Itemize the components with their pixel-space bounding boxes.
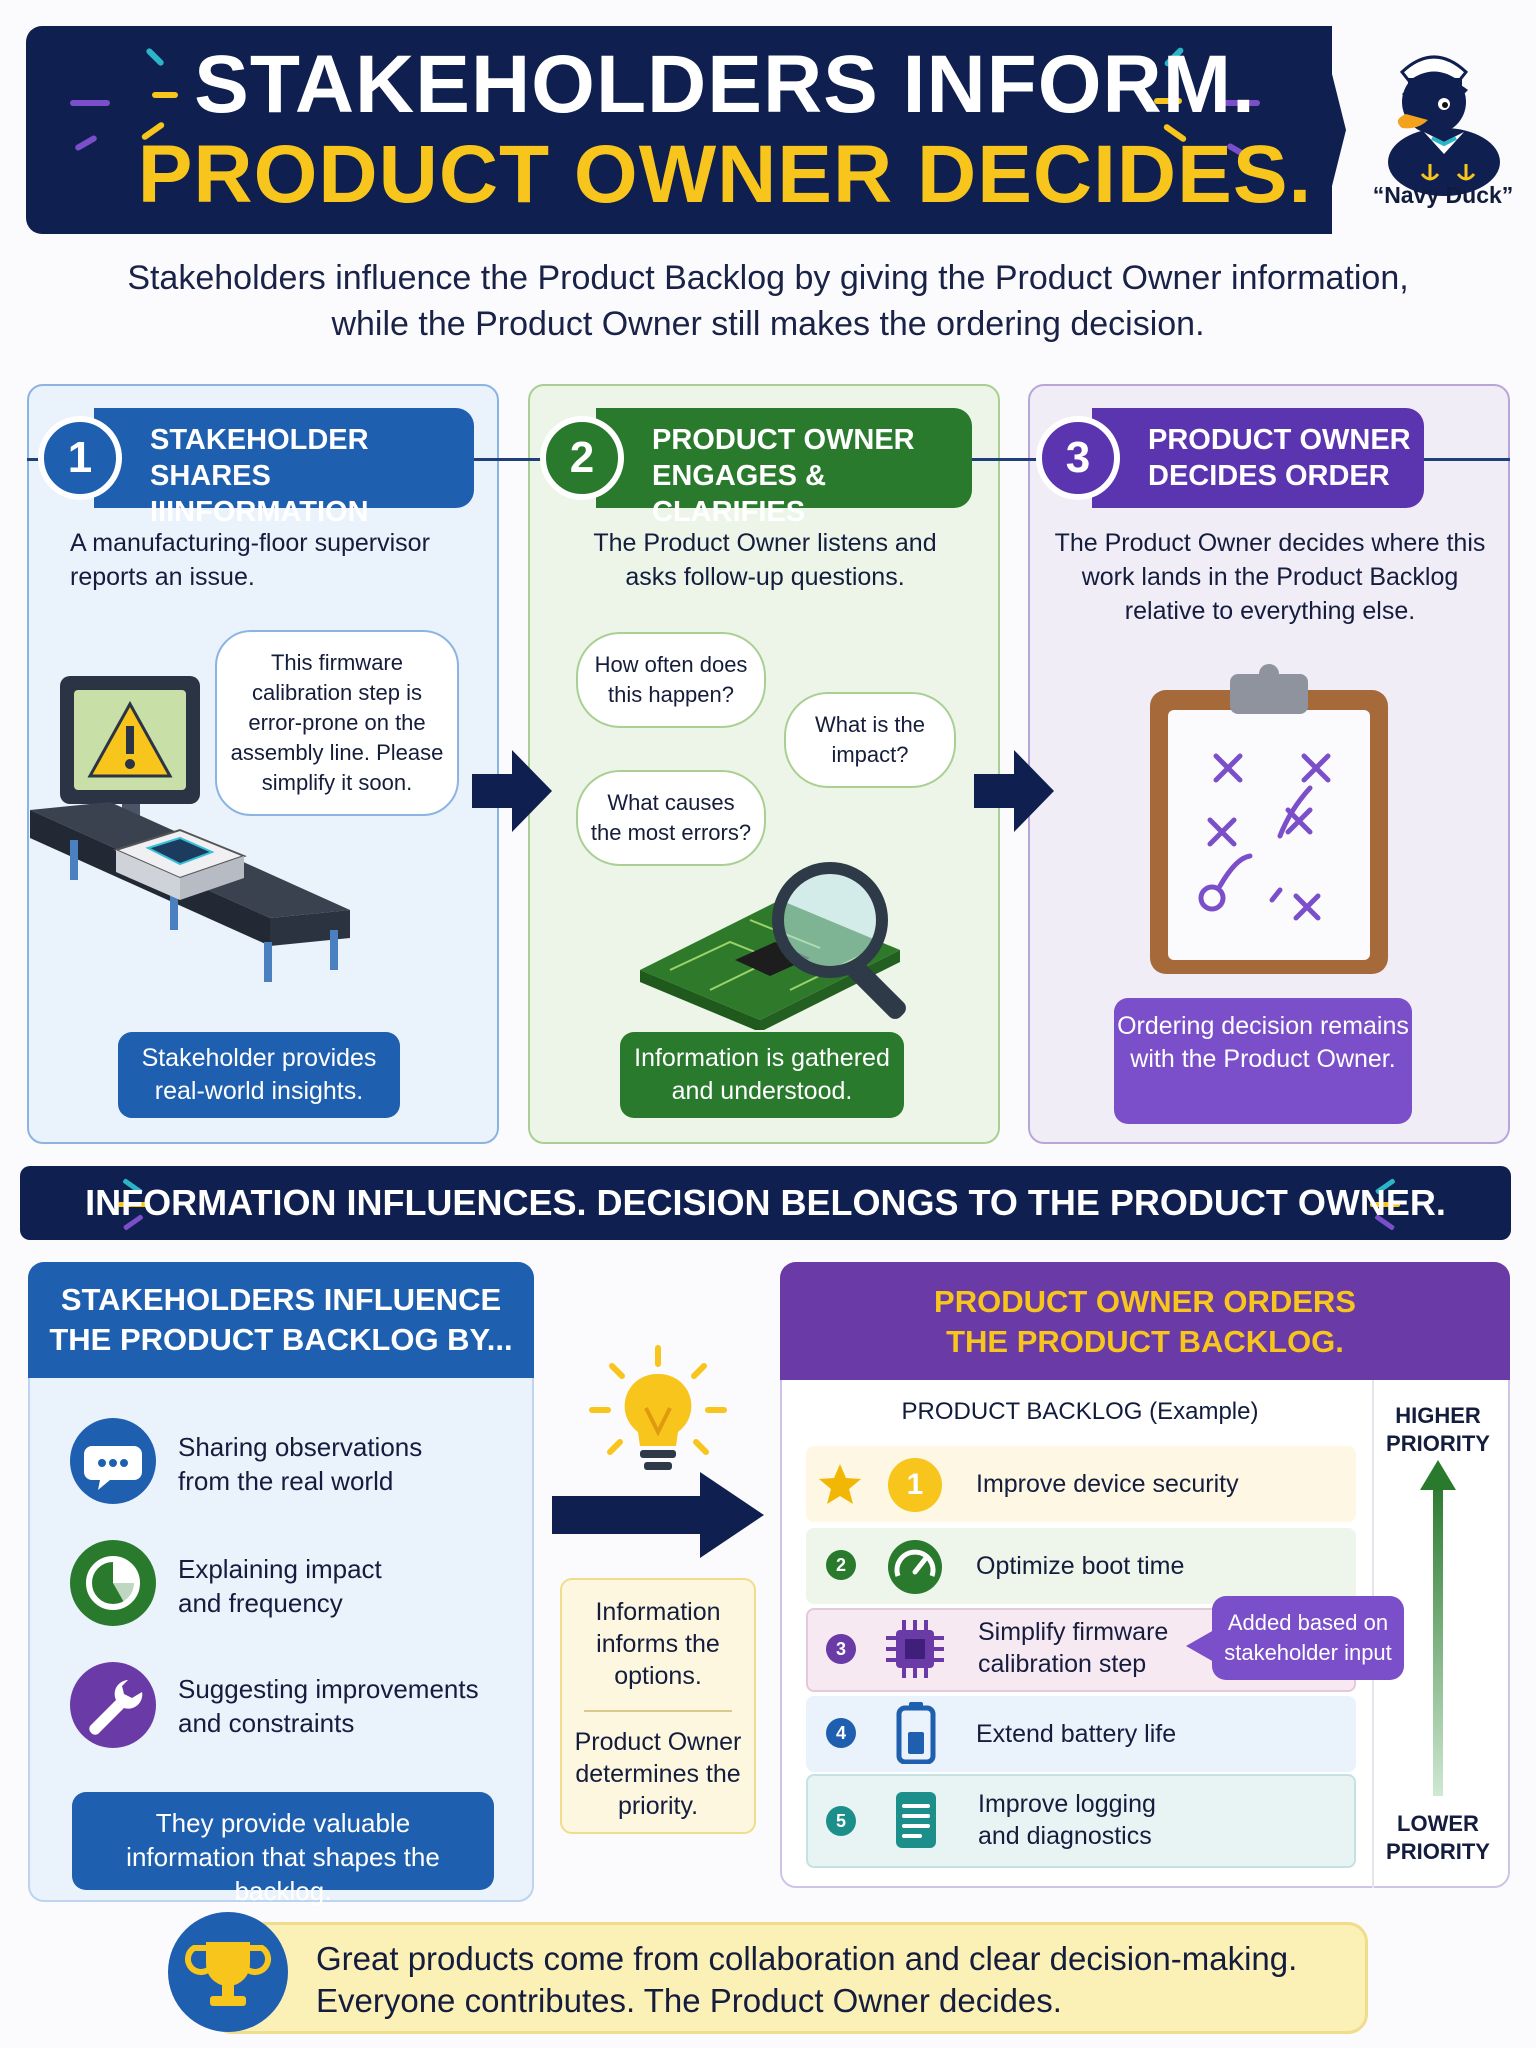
backlog-item-4: Extend battery life xyxy=(976,1720,1177,1748)
divider-right-sparkle-icon xyxy=(1370,1178,1400,1230)
divider-banner xyxy=(20,1166,1511,1240)
step-1-title-line-1: STAKEHOLDER SHARES xyxy=(150,424,369,492)
arrow-step-1-to-2-icon xyxy=(472,750,552,832)
influence-item-1: Sharing observations from the real world xyxy=(178,1430,498,1498)
step-3-title-line-1: PRODUCT OWNER xyxy=(1148,424,1411,456)
backlog-item-3: Simplify firmware calibration step xyxy=(978,1616,1168,1680)
header-banner xyxy=(26,26,1332,234)
step-3-description: The Product Owner decides where this wor… xyxy=(1054,529,1486,625)
navy-duck-mascot-icon xyxy=(1388,55,1500,196)
step-2-title-line-2: ENGAGES & CLARIFIES xyxy=(652,460,827,528)
wrench-icon xyxy=(70,1662,156,1748)
step-2-title-line-1: PRODUCT OWNER xyxy=(652,424,915,456)
header-banner-tip xyxy=(1320,26,1346,234)
stakeholder-influence-title-line-2: THE PRODUCT BACKLOG BY... xyxy=(49,1322,513,1357)
conveyor-belt-illustration xyxy=(30,676,350,982)
backlog-item-5: Improve logging and diagnostics xyxy=(978,1788,1156,1852)
backlog-item-1: Improve device security xyxy=(976,1470,1239,1498)
backlog-rank-5: 5 xyxy=(826,1806,856,1836)
influence-item-1-line-2: from the real world xyxy=(178,1466,394,1496)
step-3-caption: Ordering decision remains with the Produ… xyxy=(1114,998,1412,1124)
stakeholder-influence-title-line-1: STAKEHOLDERS INFLUENCE xyxy=(60,1282,502,1317)
step-2-title: PRODUCT OWNER ENGAGES & CLARIFIES xyxy=(596,408,972,528)
trophy-icon xyxy=(168,1912,288,2032)
footer-line-1: Great products come from collaboration a… xyxy=(316,1940,1298,1977)
intro-text: Stakeholders influence the Product Backl… xyxy=(127,259,1409,343)
star-icon xyxy=(819,1464,861,1504)
step-1-number: 1 xyxy=(38,416,122,500)
step-1-caption: Stakeholder provides real-world insights… xyxy=(118,1032,400,1118)
influence-item-2-line-2: and frequency xyxy=(178,1588,343,1618)
left-sparkle-icon xyxy=(70,48,178,151)
step-3-title: PRODUCT OWNER DECIDES ORDER xyxy=(1092,408,1424,508)
higher-priority-label: HIGHER PRIORITY xyxy=(1386,1403,1490,1456)
backlog-rank-4: 4 xyxy=(826,1718,856,1748)
backlog-title-line-2: THE PRODUCT BACKLOG. xyxy=(946,1324,1344,1359)
backlog-rank-2: 2 xyxy=(826,1550,856,1580)
clipboard-play-diagram-icon xyxy=(1150,664,1388,974)
step-1-title: STAKEHOLDER SHARES IIINFORMATION xyxy=(94,408,474,528)
divider-left-sparkle-icon xyxy=(118,1178,148,1230)
right-sparkle-icon xyxy=(1154,47,1260,159)
influence-item-3-line-1: Suggesting improvements xyxy=(178,1674,479,1704)
arrow-to-backlog-icon xyxy=(552,1472,764,1558)
step-3-title-line-2: DECIDES ORDER xyxy=(1148,460,1390,492)
backlog-item-3-line-1: Simplify firmware xyxy=(978,1618,1169,1646)
influence-item-1-line-1: Sharing observations xyxy=(178,1432,423,1462)
stakeholder-influence-title: STAKEHOLDERS INFLUENCE THE PRODUCT BACKL… xyxy=(28,1262,534,1378)
circuit-board-magnifier-icon xyxy=(640,862,906,1030)
step-2-number: 2 xyxy=(540,416,624,500)
influence-item-3-line-2: and constraints xyxy=(178,1708,355,1738)
question-bubble-causes: What causes the most errors? xyxy=(576,770,766,866)
footer-line-2: Everyone contributes. The Product Owner … xyxy=(316,1982,1062,2019)
backlog-item-5-line-1: Improve logging xyxy=(978,1790,1156,1818)
backlog-item-5-line-2: and diagnostics xyxy=(978,1822,1152,1850)
lightbulb-icon xyxy=(589,1345,727,1470)
step-3-number: 3 xyxy=(1036,416,1120,500)
added-based-on-input-badge: Added based on stakeholder input xyxy=(1212,1596,1404,1680)
step-2-caption: Information is gathered and understood. xyxy=(620,1032,904,1118)
backlog-item-2: Optimize boot time xyxy=(976,1552,1185,1580)
stakeholder-speech-bubble: This firmware calibration step is error-… xyxy=(215,630,459,816)
backlog-rank-1: 1 xyxy=(888,1458,942,1512)
question-bubble-impact: What is the impact? xyxy=(784,692,956,788)
influence-item-2: Explaining impact and frequency xyxy=(178,1552,498,1620)
divider-banner-text: INFORMATION INFLUENCES. DECISION BELONGS… xyxy=(85,1182,1446,1223)
step-1-description: A manufacturing-floor supervisor reports… xyxy=(70,529,430,591)
lower-priority-label: LOWER PRIORITY xyxy=(1386,1811,1490,1864)
footer-banner xyxy=(212,1922,1368,2034)
backlog-title: PRODUCT OWNER ORDERS THE PRODUCT BACKLOG… xyxy=(780,1262,1510,1380)
question-bubble-frequency: How often does this happen? xyxy=(576,632,766,728)
middle-note-top: Information informs the options. xyxy=(595,1598,721,1690)
footer-text: Great products come from collaboration a… xyxy=(316,1938,1366,2022)
stakeholder-summary: They provide valuable information that s… xyxy=(72,1792,494,1906)
influence-item-3: Suggesting improvements and constraints xyxy=(178,1672,518,1740)
middle-note-bottom: Product Owner determines the priority. xyxy=(574,1728,742,1820)
chat-icon xyxy=(70,1418,156,1504)
backlog-rank-3: 3 xyxy=(826,1634,856,1664)
step-2-description: The Product Owner listens and asks follo… xyxy=(593,529,937,591)
mascot-caption: “Navy Duck” xyxy=(1372,182,1514,208)
gauge-icon xyxy=(888,1540,942,1594)
backlog-item-3-line-2: calibration step xyxy=(978,1650,1147,1678)
step-1-title-line-2: IIINFORMATION xyxy=(150,496,369,528)
influence-item-2-line-1: Explaining impact xyxy=(178,1554,382,1584)
title-line-1: STAKEHOLDERS INFORM. xyxy=(194,39,1256,130)
arrow-step-2-to-3-icon xyxy=(974,750,1054,832)
title-line-2: PRODUCT OWNER DECIDES. xyxy=(137,129,1313,220)
chip-icon xyxy=(886,1620,944,1678)
backlog-subtitle: PRODUCT BACKLOG (Example) xyxy=(901,1398,1259,1425)
priority-arrow-icon xyxy=(1420,1460,1456,1796)
middle-note: Information informs the options. Product… xyxy=(560,1578,756,1834)
backlog-title-line-1: PRODUCT OWNER ORDERS xyxy=(934,1284,1356,1319)
added-note-pointer-icon xyxy=(1186,1630,1214,1662)
pie-chart-icon xyxy=(70,1540,156,1626)
battery-icon xyxy=(896,1702,936,1764)
log-document-icon xyxy=(896,1792,936,1848)
